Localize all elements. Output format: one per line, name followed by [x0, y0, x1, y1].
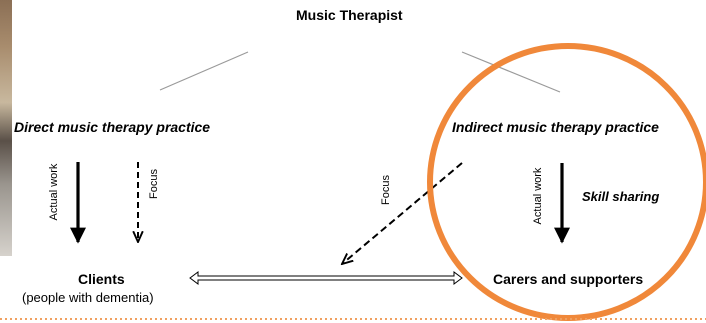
indirect-focus-label: Focus — [380, 175, 392, 205]
clients-sublabel: (people with dementia) — [22, 290, 154, 305]
photo-fragment — [0, 0, 12, 256]
direct-actual-work-label: Actual work — [48, 163, 60, 221]
branch-line-left — [159, 51, 249, 91]
direct-focus-label: Focus — [148, 169, 160, 199]
highlight-circle — [427, 43, 706, 321]
clients-label: Clients — [78, 271, 125, 287]
indirect-focus-arrow — [342, 162, 463, 264]
carers-label: Carers and supporters — [493, 271, 644, 287]
diagram-title: Music Therapist — [296, 7, 403, 23]
branch-line-right — [461, 51, 561, 93]
indirect-practice-heading: Indirect music therapy practice — [452, 119, 659, 135]
clients-carers-double-arrow — [189, 271, 463, 285]
direct-practice-heading: Direct music therapy practice — [14, 119, 211, 135]
indirect-actual-work-label: Actual work — [532, 167, 544, 225]
skill-sharing-label: Skill sharing — [582, 189, 660, 204]
